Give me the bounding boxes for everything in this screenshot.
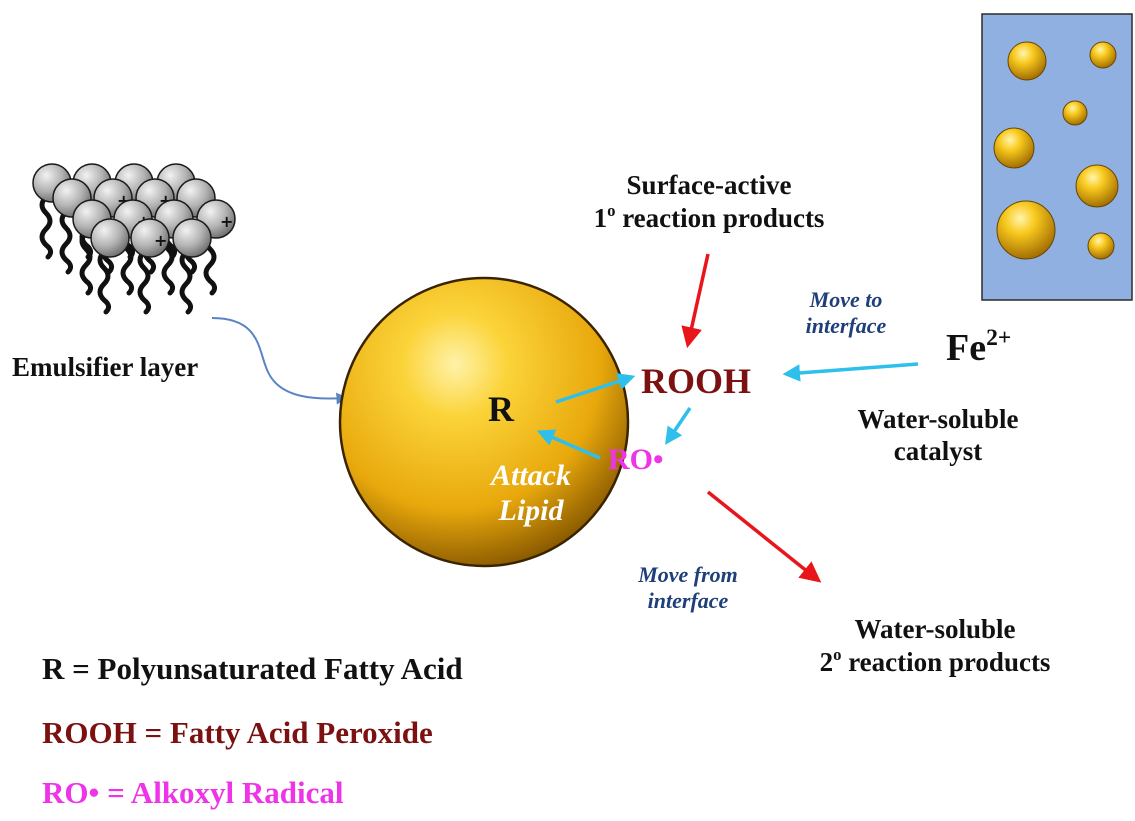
legend-r: R = Polyunsaturated Fatty Acid [42, 651, 463, 686]
emulsifier-layer-graphic: ++++++ [32, 163, 236, 315]
move-from-interface-label: Move from interface [638, 562, 738, 613]
emulsifier-tail [59, 209, 74, 275]
emulsion-panel [981, 13, 1133, 301]
emulsifier-tail [179, 249, 194, 315]
iron-catalyst-label: Fe2+ [946, 325, 1012, 369]
arrow-surface-to-rooh [681, 253, 710, 349]
emulsion-droplet [1007, 41, 1047, 81]
legend-ro: RO• = Alkoxyl Radical [42, 775, 344, 810]
arrow-rooh-to-ro [665, 407, 692, 445]
emulsifier-layer-label: Emulsifier layer [12, 352, 199, 382]
legend-rooh: ROOH = Fatty Acid Peroxide [42, 715, 433, 750]
arrow-r-to-rooh [555, 373, 636, 404]
emulsion-droplet [1075, 164, 1119, 208]
arrow-ro-to-products [706, 490, 822, 583]
emulsifier-tail [39, 194, 54, 260]
attack-lipid-label: Attack Lipid [491, 459, 571, 528]
emulsifier-tail [97, 249, 112, 315]
emulsifier-link-arrow [211, 317, 349, 405]
emulsifier-head [90, 218, 130, 258]
arrow-ro-to-r [536, 429, 601, 460]
emulsion-droplet [1089, 41, 1117, 69]
water-soluble-catalyst-label: Water-soluble catalyst [857, 404, 1019, 466]
emulsifier-head [130, 218, 170, 258]
water-soluble-products-label: Water-soluble 2o reaction products [819, 614, 1051, 677]
emulsion-droplet [1062, 100, 1088, 126]
surface-active-label: Surface-active 1o reaction products [593, 170, 825, 233]
ro-radical-label: RO• [608, 443, 664, 476]
emulsifier-tail [79, 230, 94, 296]
arrow-fe-to-rooh [782, 362, 919, 382]
lipid-droplet [338, 276, 630, 568]
emulsion-droplet [996, 200, 1056, 260]
plus-sign-icon: + [154, 231, 167, 250]
move-to-interface-label: Move to interface [805, 287, 887, 338]
plus-sign-icon: + [220, 212, 233, 231]
rooh-label: ROOH [641, 361, 752, 401]
emulsion-droplet [1087, 232, 1115, 260]
r-label: R [488, 389, 514, 429]
emulsion-droplet [993, 127, 1035, 169]
emulsifier-head [172, 218, 212, 258]
emulsifier-tail [137, 249, 152, 315]
